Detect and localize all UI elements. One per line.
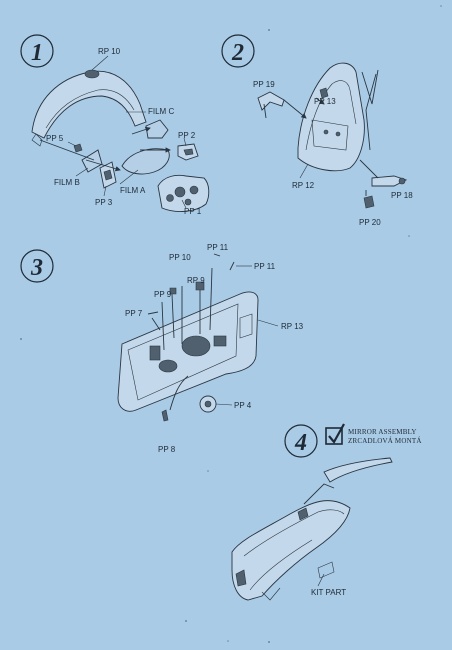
part-pp18 xyxy=(371,175,408,187)
step-3-badge xyxy=(20,249,54,283)
mirror-assembly-note-cz: ZRCADLOVÁ MONTÁ xyxy=(348,437,422,445)
panel-pp1-part xyxy=(157,174,210,212)
label-pp19: PP 19 xyxy=(253,80,275,89)
cable xyxy=(169,375,189,411)
label-pp11-right: PP 11 xyxy=(254,262,276,271)
harness-straps xyxy=(361,69,379,151)
step-4-badge xyxy=(284,424,318,458)
part-pp8 xyxy=(161,409,169,422)
label-kit-part: KIT PART xyxy=(311,588,346,597)
label-pp20: PP 20 xyxy=(359,218,381,227)
label-film-c: FILM C xyxy=(148,107,174,116)
step-3-levers xyxy=(147,253,235,351)
label-pp2: PP 2 xyxy=(178,131,196,140)
label-rp12: RP 12 xyxy=(292,181,315,190)
step-3: 3 xyxy=(20,243,304,454)
canopy-frame-part xyxy=(231,457,393,601)
step-1-number: 1 xyxy=(31,40,43,66)
paper-specks xyxy=(20,5,442,643)
mirror-assembly-note: MIRROR ASSEMBLY xyxy=(348,428,417,436)
step-1-badge xyxy=(20,34,54,68)
label-pp11-top: PP 11 xyxy=(207,243,229,252)
part-pp2 xyxy=(177,143,199,161)
label-pp10: PP 10 xyxy=(169,253,191,262)
step-4-number: 4 xyxy=(294,430,307,456)
film-b-part xyxy=(81,149,103,173)
label-pp5: PP 5 xyxy=(46,134,64,143)
panel-rp13-part xyxy=(117,291,259,412)
step-4: 4 MIRROR ASSEMBLY ZRCADLOVÁ MONTÁ KIT PA… xyxy=(231,423,422,601)
part-pp5 xyxy=(73,143,83,153)
part-pp20 xyxy=(363,195,375,209)
step-3-number: 3 xyxy=(30,255,43,281)
label-film-b: FILM B xyxy=(54,178,80,187)
kit-part-leader xyxy=(317,573,325,587)
part-pp13 xyxy=(319,87,329,99)
part-pp19 xyxy=(257,91,285,119)
label-rp10: RP 10 xyxy=(98,47,121,56)
label-film-a: FILM A xyxy=(120,186,146,195)
label-pp4: PP 4 xyxy=(234,401,252,410)
label-pp9: PP 9 xyxy=(154,290,172,299)
step-1: 1 xyxy=(20,34,210,216)
checkbox-icon xyxy=(325,423,345,445)
label-rp13: RP 13 xyxy=(281,322,304,331)
step-1-leaders xyxy=(39,55,187,209)
step-2-number: 2 xyxy=(231,40,244,66)
label-pp13: PP 13 xyxy=(314,97,336,106)
label-pp1: PP 1 xyxy=(184,207,202,216)
coaming-rp10-part xyxy=(31,69,147,147)
step-3-leaders xyxy=(215,265,279,406)
part-pp4 xyxy=(199,395,217,413)
seat-rp12-part xyxy=(297,62,365,172)
film-c-part xyxy=(145,119,169,139)
label-pp8: PP 8 xyxy=(158,445,176,454)
label-pp3: PP 3 xyxy=(95,198,113,207)
label-pp7: PP 7 xyxy=(125,309,143,318)
step-2-badge xyxy=(221,34,255,68)
part-pp3 xyxy=(99,161,117,189)
film-a-part xyxy=(121,148,170,175)
label-pp18: PP 18 xyxy=(391,191,413,200)
step-2: 2 PP 19 xyxy=(221,34,413,227)
label-rp9: RP 9 xyxy=(187,276,205,285)
step-2-leaders xyxy=(283,97,379,196)
